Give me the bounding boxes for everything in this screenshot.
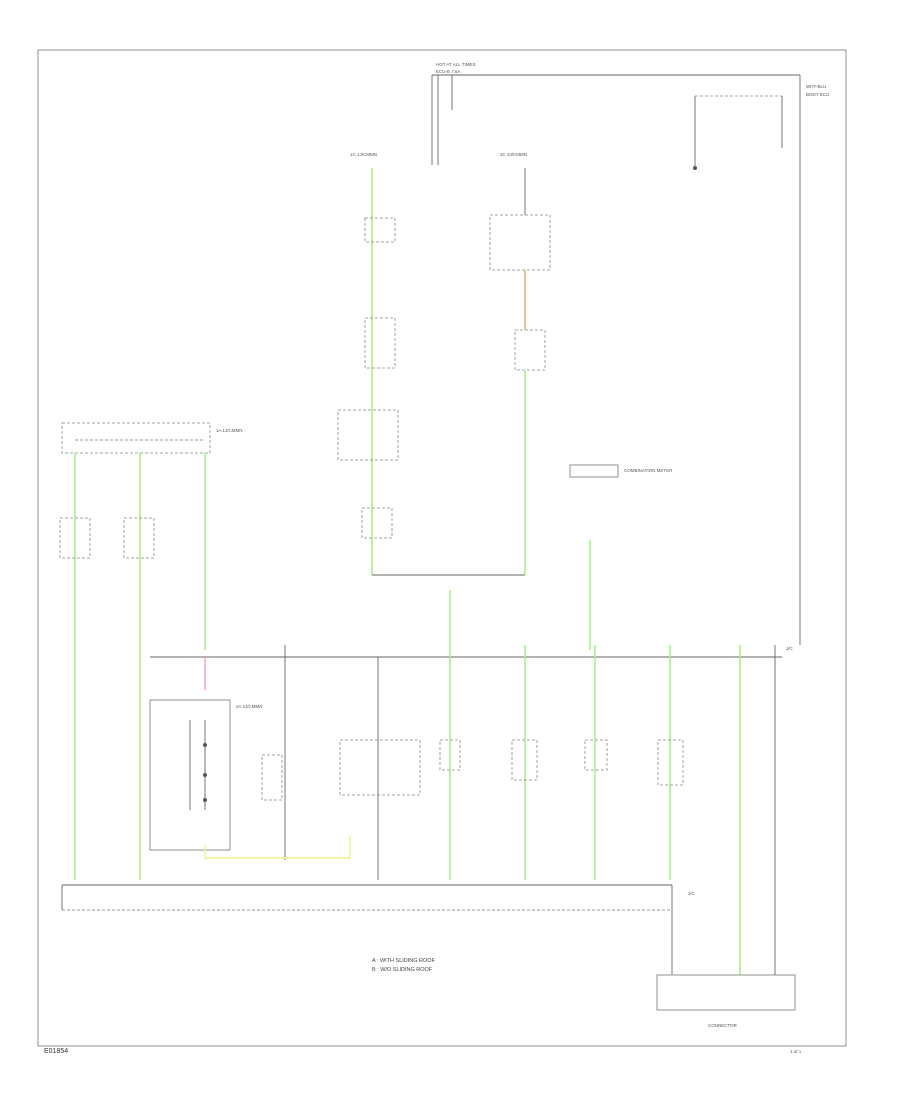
top-fuse-label: HOT AT ALL TIMES: [436, 62, 476, 67]
right-gnd-label: WHT-BLU: [806, 84, 826, 89]
left-control-unit: 2A 2J/CMMN: [149, 699, 263, 851]
ground-bus: J/C: [61, 884, 696, 975]
combo-meter-block: COMBINATION METER: [569, 464, 673, 650]
center-jb-1-label: 1C 1J/CMMN: [350, 152, 377, 157]
top-fuse-block: HOT AT ALL TIMES ECU-B 7.5A: [431, 62, 801, 645]
bus-drops: [204, 590, 776, 975]
center-left-chain: 1C 1J/CMMN: [337, 152, 525, 576]
bus-components: [261, 739, 684, 801]
combo-meter-label: COMBINATION METER: [624, 468, 673, 473]
connector-label: CONNECTOR: [708, 1023, 738, 1028]
right-ecu-label: BODY ECU: [806, 92, 829, 97]
center-right-chain: 3C 3J/CMMN: [489, 152, 551, 575]
center-jb-2-label: 3C 3J/CMMN: [500, 152, 527, 157]
legend-line-1: A : WITH SLIDING ROOF: [372, 958, 436, 964]
legend-line-2: B : W/O SLIDING ROOF: [372, 967, 433, 973]
page-tag: 1 of 1: [790, 1049, 802, 1054]
bus-right-label: J/C: [786, 646, 794, 651]
left-junction-box: 1A 1J/CMMN: [59, 422, 243, 880]
legend: A : WITH SLIDING ROOF B : W/O SLIDING RO…: [372, 958, 436, 973]
left-unit-label: 2A 2J/CMMN: [236, 704, 263, 709]
diagram-frame: [37, 49, 847, 1047]
yellow-wire: [204, 835, 351, 859]
top-fuse-sub: ECU-B 7.5A: [436, 69, 461, 74]
footer-id: E01854: [44, 1048, 68, 1055]
bottom-right-label: J/C: [688, 891, 696, 896]
left-jb-label: 1A 1J/CMMN: [216, 428, 243, 433]
upper-right-relay: WHT-BLU BODY ECU: [693, 84, 829, 170]
bottom-connector: CONNECTOR: [656, 974, 796, 1028]
